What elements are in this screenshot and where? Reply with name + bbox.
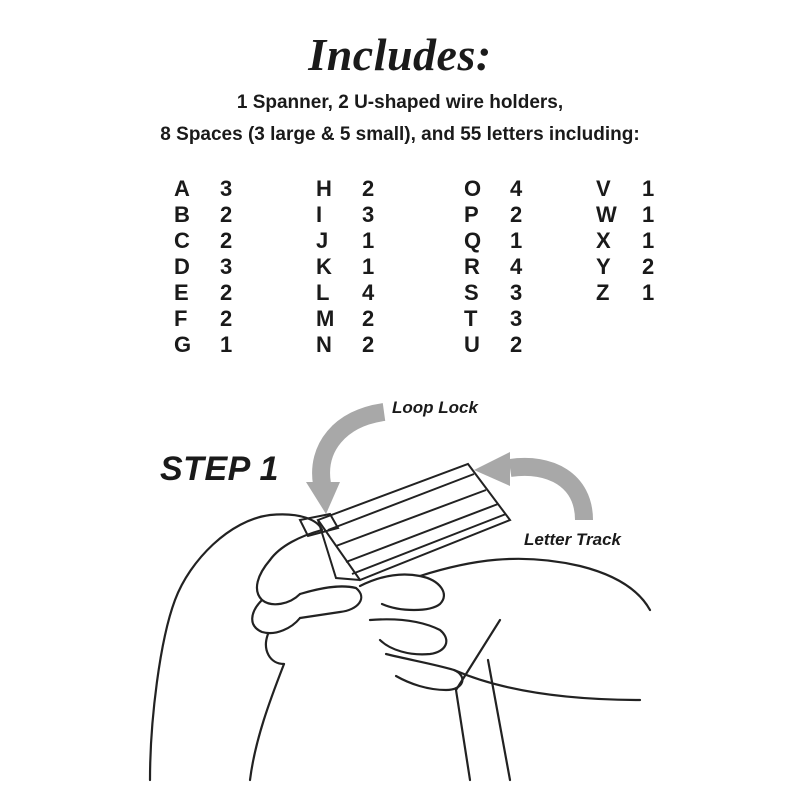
letter-quantity: 2 (642, 254, 655, 279)
letter-quantity: 4 (362, 280, 375, 305)
letter-quantity: 1 (642, 176, 655, 201)
letter: D (174, 254, 190, 279)
letter: M (316, 306, 335, 331)
letter: W (596, 202, 617, 227)
includes-line-1: 1 Spanner, 2 U-shaped wire holders, (236, 92, 564, 113)
letter: J (316, 228, 329, 253)
loop-lock-label: Loop Lock (392, 398, 478, 417)
letter-quantity: 2 (510, 332, 523, 357)
letter-track-label: Letter Track (524, 530, 622, 549)
left-hand (148, 513, 363, 782)
letter-quantity: 3 (510, 280, 523, 305)
letter: N (316, 332, 332, 357)
letter-quantity: 1 (362, 254, 375, 279)
letter: L (316, 280, 330, 305)
letter: T (464, 306, 478, 331)
letter-quantity: 3 (220, 254, 233, 279)
letter: H (316, 176, 332, 201)
letter-quantity: 3 (220, 176, 233, 201)
letter: X (596, 228, 611, 253)
letter-quantity: 1 (510, 228, 523, 253)
letter: S (464, 280, 479, 305)
letter-quantity: 4 (510, 254, 523, 279)
letter: B (174, 202, 190, 227)
letter-quantity: 1 (642, 280, 655, 305)
loop-lock-arrow-icon (306, 403, 386, 514)
letter-quantity: 2 (362, 176, 375, 201)
letter-quantity: 2 (362, 332, 375, 357)
letter-quantity: 1 (362, 228, 375, 253)
letter: V (596, 176, 611, 201)
letter-quantity: 2 (220, 280, 233, 305)
letter: F (174, 306, 188, 331)
step-1-heading: STEP 1 (160, 450, 279, 488)
letter-quantity: 1 (642, 202, 655, 227)
letter: I (316, 202, 323, 227)
letter: C (174, 228, 190, 253)
letter-quantity: 2 (220, 306, 233, 331)
letter: Y (596, 254, 611, 279)
letter-quantity: 2 (362, 306, 375, 331)
letter: G (174, 332, 192, 357)
letter: O (464, 176, 482, 201)
right-hand (358, 557, 652, 782)
letter-quantity: 2 (510, 202, 523, 227)
letter: R (464, 254, 480, 279)
letter: U (464, 332, 480, 357)
includes-line-2: 8 Spaces (3 large & 5 small), and 55 let… (160, 124, 640, 145)
letter-track-arrow-icon (474, 452, 593, 521)
letter: Z (596, 280, 610, 305)
letter: E (174, 280, 189, 305)
letter-quantity: 2 (220, 202, 233, 227)
letter: A (174, 176, 190, 201)
letter-quantity: 3 (362, 202, 375, 227)
letter: Q (464, 228, 482, 253)
letter-quantity: 1 (642, 228, 655, 253)
letter: P (464, 202, 479, 227)
letter-track-device (298, 462, 512, 582)
letter: K (316, 254, 332, 279)
letter-quantity: 4 (510, 176, 523, 201)
letter-quantity: 3 (510, 306, 523, 331)
page-title: Includes: (308, 29, 492, 80)
letter-quantity: 2 (220, 228, 233, 253)
letter-quantity: 1 (220, 332, 233, 357)
